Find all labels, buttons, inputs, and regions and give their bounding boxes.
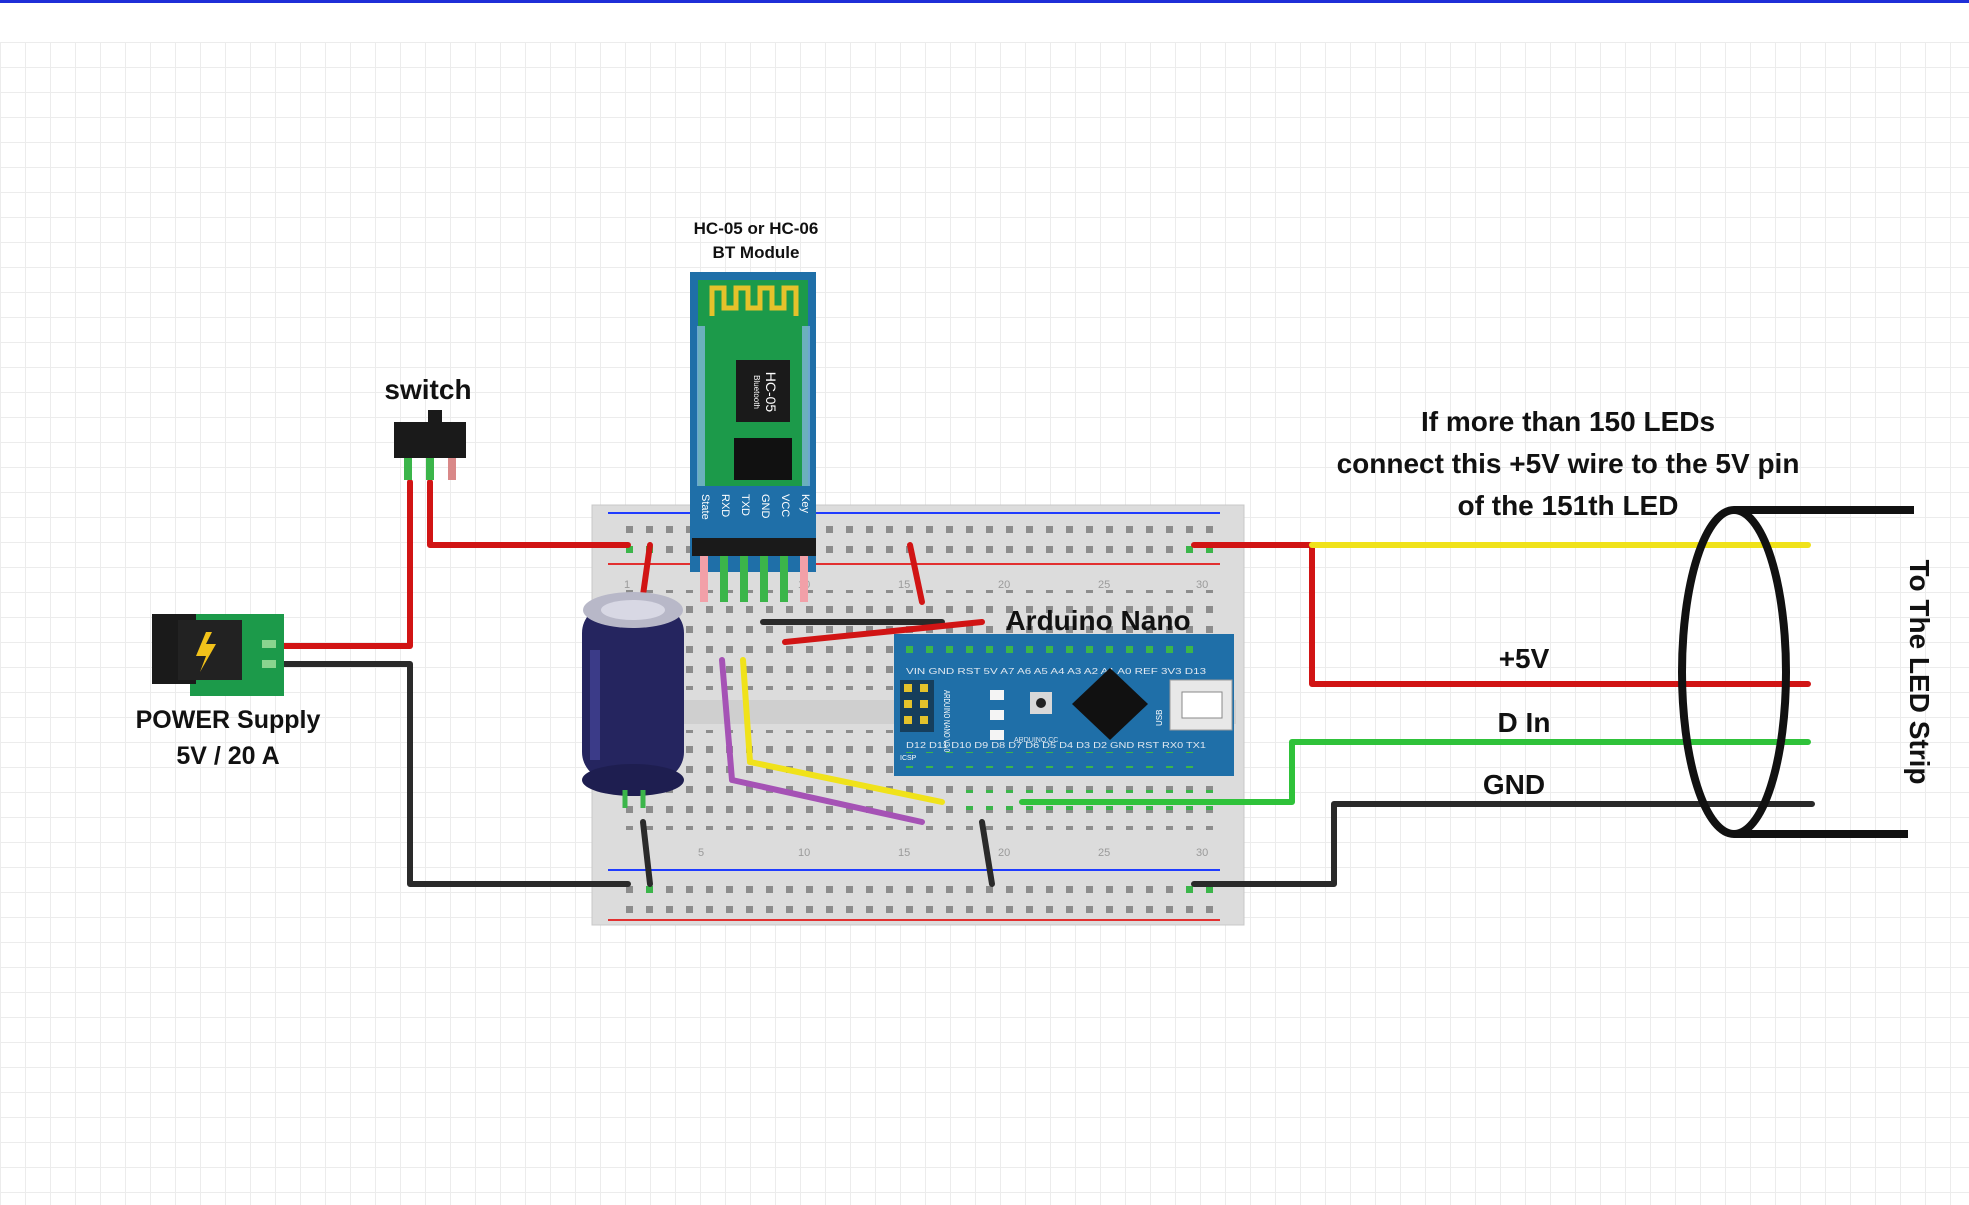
- wire-switch-to-rail: [427, 479, 631, 548]
- hc05-pin-label: GND: [759, 494, 771, 519]
- bt-module-title-line2: BT Module: [713, 243, 800, 262]
- to-led-strip-label: To The LED Strip: [1904, 559, 1935, 784]
- wire-out-gnd: [1191, 801, 1815, 887]
- col-number: 5: [698, 847, 704, 859]
- bt-module-title-line1: HC-05 or HC-06: [694, 219, 819, 238]
- col-number: 30: [1196, 847, 1208, 859]
- nano-usb-label: USB: [1155, 710, 1164, 726]
- col-number: 1: [624, 579, 630, 591]
- hc05-pin-label: VCC: [779, 494, 791, 517]
- wire-out-plus5v: [1191, 542, 1811, 687]
- antenna-trace: [709, 285, 799, 316]
- nano-icsp-label: ICSP: [900, 755, 917, 762]
- col-number: 15: [898, 847, 910, 859]
- hc05-pin-label: State: [699, 494, 711, 520]
- gnd-label: GND: [1483, 769, 1545, 800]
- wire-cap-black: [640, 819, 653, 887]
- arduino-nano: VIN GND RST 5V A7 A6 A5 A4 A3 A2 A1 A0 R…: [894, 634, 1234, 776]
- power-supply-label-line2: 5V / 20 A: [176, 742, 279, 770]
- grid-background: [0, 42, 1969, 1205]
- hc05-module: HC-05 Bluetooth State RXD TXD GND VCC Ke…: [690, 272, 816, 602]
- hc05-pin-label: TXD: [739, 494, 751, 516]
- wire-data-green: [1019, 739, 1811, 805]
- note-line1: If more than 150 LEDs: [1421, 406, 1715, 437]
- nano-board-text: ARDUINO NANO V3.0: [942, 690, 951, 752]
- col-number: 25: [1098, 847, 1110, 859]
- note-line3: of the 151th LED: [1458, 490, 1679, 521]
- nano-top-pin-labels: D12 D11 D10 D9 D8 D7 D6 D5 D4 D3 D2 GND …: [906, 741, 1207, 750]
- col-number: 30: [1196, 579, 1208, 591]
- hc05-chip-label: HC-05: [763, 372, 779, 413]
- nano-bottom-pin-labels: VIN GND RST 5V A7 A6 A5 A4 A3 A2 A1 A0 R…: [906, 667, 1207, 676]
- capacitor: [582, 592, 684, 808]
- wire-yellow-tx: [740, 657, 945, 805]
- wire-bt-vcc: [782, 619, 985, 645]
- arduino-nano-label: Arduino Nano: [1005, 605, 1190, 636]
- plus5v-label: +5V: [1499, 643, 1550, 674]
- power-jack: [152, 614, 284, 696]
- wire-nano-gnd: [979, 819, 995, 887]
- wire-power-negative: [281, 661, 631, 887]
- col-number: 10: [798, 847, 810, 859]
- switch-label: switch: [384, 374, 471, 405]
- wire-rail-red: [907, 542, 925, 605]
- lightning-icon: [196, 632, 216, 672]
- hc05-pin-label: RXD: [719, 494, 731, 517]
- wire-power-positive: [281, 479, 413, 649]
- slide-switch: [394, 410, 466, 480]
- mcu-chip: [1072, 668, 1148, 740]
- col-number: 15: [898, 579, 910, 591]
- col-number: 25: [1098, 579, 1110, 591]
- note-line2: connect this +5V wire to the 5V pin: [1337, 448, 1800, 479]
- col-number: 20: [998, 579, 1010, 591]
- power-supply-label-line1: POWER Supply: [136, 706, 321, 734]
- col-number: 20: [998, 847, 1010, 859]
- led-strip-connector: [1678, 506, 1914, 838]
- wire-purple-rx: [719, 657, 925, 825]
- nano-brand: ARDUINO.CC: [1014, 737, 1058, 744]
- hc05-chip-sub: Bluetooth: [752, 375, 761, 409]
- hc05-pin-label: Key: [799, 494, 811, 513]
- top-border: [0, 0, 1969, 3]
- din-label: D In: [1498, 707, 1551, 738]
